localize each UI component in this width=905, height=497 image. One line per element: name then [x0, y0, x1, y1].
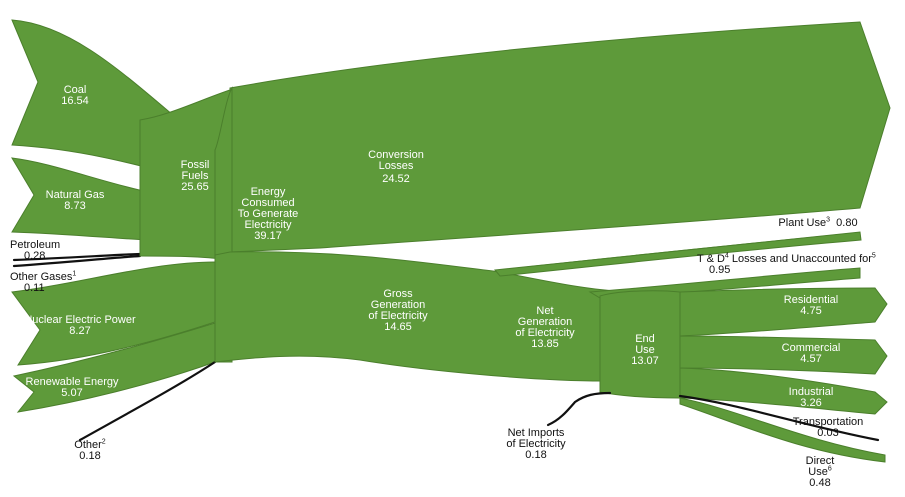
direct-use-line-2: Use — [808, 466, 828, 478]
renewable-name: Renewable Energy — [25, 376, 119, 388]
gross-generation-line-3: of Electricity — [368, 310, 428, 322]
other-value: 0.18 — [79, 450, 101, 462]
conversion-losses-label: Conversion Losses 24.52 — [368, 150, 424, 185]
conversion-losses-line-2: Losses — [378, 160, 414, 172]
other-gases-flow — [12, 254, 142, 268]
gross-generation-line-1: Gross — [383, 288, 413, 300]
net-imports-line-2: of Electricity — [506, 438, 566, 450]
transportation-name: Transportation — [792, 416, 864, 428]
transportation-flow — [678, 394, 880, 442]
other-gases-value: 0.11 — [24, 282, 45, 294]
net-imports-label: Net Imports of Electricity 0.18 — [506, 428, 565, 461]
other-gases-label: Other Gases1 0.11 — [10, 270, 77, 294]
fossil-fuels-label: Fossil Fuels 25.65 — [181, 160, 210, 193]
coal-value: 16.54 — [61, 95, 89, 107]
direct-use-label: Direct Use6 0.48 — [806, 456, 835, 489]
td-losses-value: 0.95 — [709, 264, 731, 276]
energy-consumed-line-1: Energy — [250, 186, 286, 198]
energy-consumed-line-3: To Generate — [237, 208, 299, 220]
gross-generation-value: 14.65 — [384, 321, 412, 333]
plant-use-label: Plant Use3 0.80 — [778, 216, 858, 229]
conversion-losses-line-1: Conversion — [368, 149, 424, 161]
petroleum-label: Petroleum 0.28 — [10, 240, 60, 262]
plant-use-flow — [494, 231, 862, 277]
renewable-value: 5.07 — [61, 387, 83, 399]
petroleum-value: 0.28 — [24, 250, 46, 262]
residential-name: Residential — [783, 294, 839, 306]
other-footnote: 2 — [101, 438, 106, 446]
td-name-1: T & D — [697, 253, 725, 265]
commercial-label: Commercial 4.57 — [782, 343, 841, 365]
gross-generation-line-2: Generation — [370, 299, 426, 311]
coal-name: Coal — [63, 84, 87, 96]
renewable-label: Renewable Energy 5.07 — [26, 377, 119, 399]
td-name-2: Losses and Unaccounted for — [728, 253, 872, 265]
other-gases-footnote: 1 — [72, 270, 77, 278]
nuclear-name: Nuclear Electric Power — [24, 314, 136, 326]
commercial-flow — [679, 335, 888, 375]
net-imports-line-1: Net Imports — [507, 427, 565, 439]
industrial-flow — [679, 367, 888, 415]
residential-label: Residential 4.75 — [784, 295, 838, 317]
commercial-name: Commercial — [781, 342, 841, 354]
net-generation-line-1: Net — [536, 305, 554, 317]
natural-gas-label: Natural Gas 8.73 — [46, 190, 105, 212]
td-footnote-2: 5 — [871, 252, 876, 260]
end-use-value: 13.07 — [631, 355, 659, 367]
industrial-label: Industrial 3.26 — [789, 387, 834, 409]
residential-flow — [679, 287, 888, 337]
plant-use-value: 0.80 — [836, 217, 858, 229]
direct-use-line-1: Direct — [805, 455, 835, 467]
coal-label: Coal 16.54 — [61, 85, 89, 107]
net-generation-line-3: of Electricity — [515, 327, 575, 339]
td-losses-label: T & D4 Losses and Unaccounted for5 0.95 — [697, 252, 876, 276]
direct-use-value: 0.48 — [809, 477, 831, 489]
direct-use-footnote: 6 — [827, 465, 832, 473]
end-use-label: End Use 13.07 — [631, 334, 659, 367]
natural-gas-value: 8.73 — [64, 200, 86, 212]
fossil-fuels-line-2: Fuels — [181, 170, 209, 182]
energy-consumed-label: Energy Consumed To Generate Electricity … — [238, 187, 299, 242]
energy-consumed-line-2: Consumed — [241, 197, 295, 209]
fossil-fuels-value: 25.65 — [181, 181, 209, 193]
commercial-value: 4.57 — [800, 353, 822, 365]
direct-use-flow — [679, 397, 886, 463]
other-gases-name: Other Gases — [10, 271, 73, 283]
gross-generation-label: Gross Generation of Electricity 14.65 — [368, 289, 427, 333]
plant-use-name: Plant Use — [778, 217, 827, 229]
end-use-line-1: End — [635, 333, 655, 345]
petroleum-flow — [12, 252, 142, 262]
other-label: Other2 0.18 — [74, 438, 106, 462]
nuclear-value: 8.27 — [69, 325, 91, 337]
energy-consumed-value: 39.17 — [254, 230, 282, 242]
net-generation-value: 13.85 — [531, 338, 559, 350]
conversion-losses-value: 24.52 — [382, 173, 410, 185]
energy-consumed-line-4: Electricity — [244, 219, 292, 231]
natural-gas-name: Natural Gas — [45, 189, 105, 201]
net-imports-value: 0.18 — [525, 449, 547, 461]
other-flow — [78, 360, 217, 442]
industrial-value: 3.26 — [800, 397, 822, 409]
fossil-fuels-line-1: Fossil — [180, 159, 210, 171]
petroleum-name: Petroleum — [10, 239, 61, 251]
industrial-name: Industrial — [788, 386, 834, 398]
net-generation-label: Net Generation of Electricity 13.85 — [515, 306, 574, 350]
conversion-losses-flow — [229, 21, 891, 253]
transportation-label: Transportation 0.03 — [793, 417, 864, 439]
net-imports-flow — [546, 391, 612, 427]
residential-value: 4.75 — [800, 305, 822, 317]
other-name: Other — [74, 439, 102, 451]
plant-use-footnote: 3 — [826, 216, 831, 224]
end-use-line-2: Use — [635, 344, 655, 356]
transportation-value: 0.03 — [817, 427, 839, 439]
td-footnote-1: 4 — [724, 252, 729, 260]
net-generation-line-2: Generation — [517, 316, 573, 328]
nuclear-label: Nuclear Electric Power 8.27 — [24, 315, 135, 337]
